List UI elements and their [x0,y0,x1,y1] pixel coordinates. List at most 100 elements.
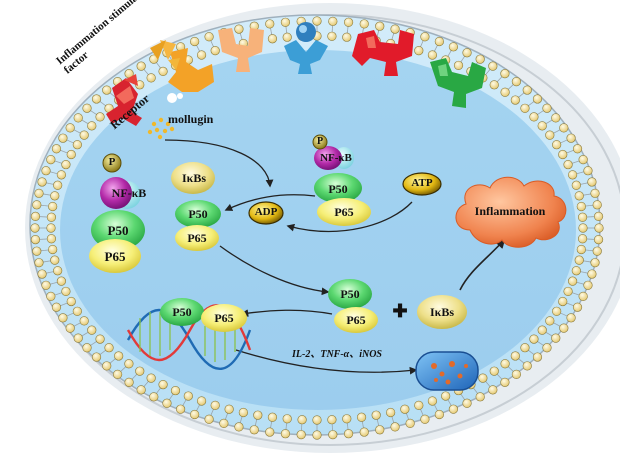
nfkb-label-left: NF-κB [111,186,147,200]
membrane-bead [58,313,68,323]
membrane-bead [72,306,82,316]
membrane-bead [587,269,597,279]
membrane-bead [578,291,588,301]
membrane-bead [427,50,438,60]
membrane-bead [559,123,569,133]
inflammation-cloud [455,176,567,248]
membrane-bead [552,140,562,150]
membrane-bead [342,32,352,42]
membrane-bead [558,149,568,160]
membrane-bead [511,369,522,379]
membrane-bead [41,166,51,176]
membrane-bead [551,113,561,123]
membrane-bead [566,133,576,143]
p65-label-left: P65 [104,249,126,264]
membrane-bead [61,286,71,297]
membrane-bead [375,21,385,31]
membrane-bead [58,133,68,143]
membrane-bead [66,149,76,160]
membrane-bead [488,61,498,71]
membrane-bead [552,306,562,316]
membrane-bead [529,112,539,122]
membrane-bead [282,32,292,42]
membrane-bead [37,177,47,187]
membrane-bead [312,430,322,440]
membrane-bead [578,223,588,233]
membrane-bead [434,409,444,420]
membrane-bead [280,17,291,27]
membrane-bead [190,36,200,47]
membrane-bead [448,404,459,414]
membrane-bead [53,180,63,190]
secretory-vesicle [415,351,479,391]
membrane-bead [112,369,123,379]
arrow-to-nucleus [219,245,330,296]
membrane-bead [32,246,42,256]
membrane-bead [48,201,58,212]
membrane-bead [30,235,41,245]
membrane-bead [532,352,543,362]
membrane-bead [102,361,112,371]
membrane-bead [510,95,520,105]
membrane-bead [114,351,124,361]
membrane-bead [587,177,597,187]
membrane-bead [204,32,214,42]
membrane-bead [453,60,464,71]
p50-label-mid: P50 [188,207,208,221]
membrane-bead [312,16,322,26]
p50-blob-right [328,279,372,309]
membrane-bead [475,392,485,402]
receptor-red-left [106,78,142,126]
membrane-bead [577,212,588,222]
membrane-bead [434,36,444,47]
p65-blob-mid [175,225,219,251]
membrane-bead [312,415,322,425]
membrane-bead [87,325,97,335]
membrane-bead [578,155,588,165]
p50-label-right: P50 [340,287,360,301]
arrow-to-dna [240,309,333,317]
membrane-bead [542,343,552,353]
membrane-bead [545,130,555,140]
adp-label: ADP [254,206,278,218]
membrane-bead [135,366,145,376]
membrane-bead [500,87,510,97]
membrane-bead [359,427,369,437]
membrane-bead [489,366,499,376]
membrane-bead [124,377,134,387]
membrane-bead [590,258,600,268]
membrane-bead [566,313,576,323]
membrane-bead [537,121,547,131]
membrane-bead [79,130,89,140]
membrane-bead [488,385,498,395]
membrane-bead [104,343,114,353]
p65-blob-dna [201,304,247,332]
membrane-bead [210,400,220,410]
membrane-bead [563,286,573,297]
membrane-bead [234,24,244,34]
membrane-bead [574,191,584,201]
p50-blob-mid [175,200,221,228]
membrane-bead [37,269,47,279]
membrane-bead [568,170,578,180]
membrane-bead [571,180,581,190]
membrane-bead [87,121,97,131]
membrane-bead [590,188,600,198]
arrow-atp-adp [286,201,413,233]
membrane-bead [282,414,292,424]
ikb-blob-right [417,295,467,329]
p50-blob-dna [160,298,204,326]
membrane-bead [592,246,602,256]
p50-blob-left [91,210,145,250]
stimulating-factor-drops [124,58,183,103]
membrane-bead [30,223,40,233]
membrane-bead [551,333,561,343]
membrane-bead [265,19,275,29]
inflammation-label: Inflammation [474,204,546,218]
membrane-bead [158,66,168,77]
membrane-bead [196,396,207,406]
membrane-bead [475,54,485,64]
membrane-bead [511,77,522,87]
membrane-bead [30,211,41,221]
